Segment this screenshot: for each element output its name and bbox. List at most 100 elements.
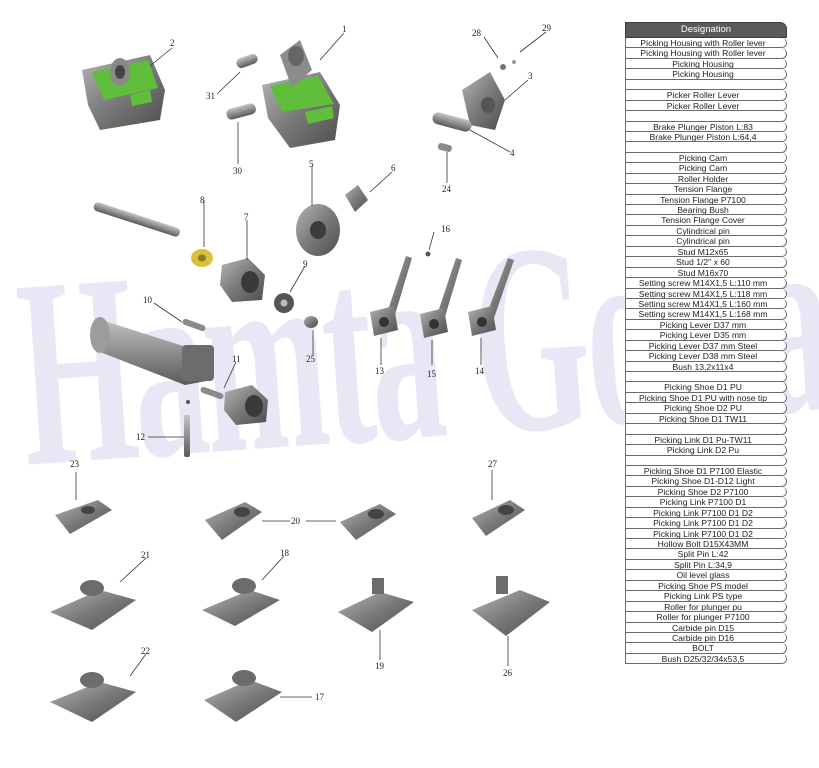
table-row: Tension Flange xyxy=(625,184,787,195)
part-washer-9 xyxy=(274,293,294,313)
part-picking-housing-1 xyxy=(262,40,340,148)
part-shaft xyxy=(93,202,180,237)
table-row: Setting screw M14X1,5 L:168 mm xyxy=(625,309,787,320)
table-row: Picking Cam xyxy=(625,152,787,164)
callout-27: 27 xyxy=(488,459,498,469)
part-stud-12 xyxy=(184,400,190,457)
table-row: Setting screw M14X1,5 L:110 mm xyxy=(625,278,787,289)
callout-16: 16 xyxy=(441,224,451,234)
table-row: Picking Cam xyxy=(625,163,787,174)
callout-9: 9 xyxy=(303,259,308,269)
part-shoe-21 xyxy=(50,580,136,630)
part-cam-5 xyxy=(296,204,340,256)
part-pin-10 xyxy=(182,318,206,332)
table-row: Setting screw M14X1,5 L:160 mm xyxy=(625,298,787,310)
table-row: Picking Lever D38 mm Steel xyxy=(625,351,787,362)
table-row: Picking Housing with Roller lever xyxy=(625,38,787,49)
part-picking-lever-14 xyxy=(468,258,514,336)
part-shoe-17 xyxy=(204,670,282,722)
part-link-20b xyxy=(340,504,396,540)
callout-24: 24 xyxy=(442,184,452,194)
callout-30: 30 xyxy=(233,166,243,176)
part-roller-lever-3 xyxy=(462,60,516,130)
callout-17: 17 xyxy=(315,692,325,702)
part-pin-31 xyxy=(236,53,258,69)
callout-22: 22 xyxy=(141,646,150,656)
callout-14: 14 xyxy=(475,366,485,376)
table-row: Picking Lever D37 mm xyxy=(625,319,787,331)
table-row: Split Pin L:42 xyxy=(625,549,787,560)
callout-31: 31 xyxy=(206,91,215,101)
callout-4: 4 xyxy=(510,148,515,158)
part-link-20a xyxy=(205,502,262,540)
table-row: Split Pin L:34,9 xyxy=(625,559,787,571)
callout-29: 29 xyxy=(542,23,552,33)
table-row: Bush 13,2x11x4 xyxy=(625,361,787,372)
table-row: Picker Roller Lever xyxy=(625,100,787,112)
part-pin-24 xyxy=(437,142,452,153)
table-row: Picking Housing xyxy=(625,58,787,70)
table-row: Brake Plunger Piston L:64,4 xyxy=(625,131,787,143)
table-row: Picking Link P7100 D1 D2 xyxy=(625,528,787,539)
table-row: Stud M12x65 xyxy=(625,246,787,258)
part-shoe-22 xyxy=(50,672,136,722)
table-row: Picking Shoe D1 P7100 Elastic xyxy=(625,465,787,477)
part-picking-lever-13 xyxy=(370,256,412,336)
table-row: Stud M16x70 xyxy=(625,267,787,279)
table-row: Cylindrical pin xyxy=(625,225,787,237)
table-row xyxy=(625,79,787,91)
part-link-27 xyxy=(472,500,525,536)
table-row: BOLT xyxy=(625,643,787,654)
callout-11: 11 xyxy=(232,354,241,364)
table-header: Designation xyxy=(625,22,787,38)
callout-20: 20 xyxy=(291,516,301,526)
table-row: Brake Plunger Piston L:83 xyxy=(625,121,787,132)
table-row: Picking Link D2 Pu xyxy=(625,445,787,456)
table-row: Setting screw M14X1,5 L:118 mm xyxy=(625,288,787,299)
callout-10: 10 xyxy=(143,295,153,305)
table-row: Picking Shoe PS model xyxy=(625,580,787,592)
table-row: Picking Lever D35 mm xyxy=(625,330,787,341)
table-row: Picking Housing with Roller lever xyxy=(625,48,787,59)
part-bush-25 xyxy=(304,316,318,328)
part-cylinder-housing xyxy=(90,317,214,385)
table-row xyxy=(625,455,787,466)
callout-5: 5 xyxy=(309,159,314,169)
table-row: Tension Flange P7100 xyxy=(625,194,787,205)
table-row: Picking Shoe D1-D12 Light xyxy=(625,476,787,487)
designation-table: Designation Picking Housing with Roller … xyxy=(625,22,787,665)
part-roller-holder-6 xyxy=(345,185,368,212)
leader-lines xyxy=(75,31,547,698)
part-shoe-18 xyxy=(202,578,280,626)
part-piston-4 xyxy=(432,112,472,132)
callout-25: 25 xyxy=(306,354,316,364)
part-tension-flange-7 xyxy=(220,258,265,302)
table-row: Picking Link P7100 D1 D2 xyxy=(625,507,787,519)
table-row: Picking Shoe D1 PU with nose tip xyxy=(625,392,787,404)
table-row: Tension Flange Cover xyxy=(625,215,787,226)
table-row: Picking Link PS type xyxy=(625,591,787,602)
table-row xyxy=(625,424,787,435)
part-shoe-26 xyxy=(472,576,550,636)
table-row: Carbide pin D16 xyxy=(625,632,787,644)
table-row: Picking Lever D37 mm Steel xyxy=(625,340,787,352)
callout-18: 18 xyxy=(280,548,290,558)
callout-28: 28 xyxy=(472,28,482,38)
callout-7: 7 xyxy=(244,212,249,222)
part-bush-16 xyxy=(425,251,431,257)
callout-21: 21 xyxy=(141,550,150,560)
table-row: Roller Holder xyxy=(625,173,787,185)
table-row: Carbide pin D15 xyxy=(625,622,787,633)
table-row: Picking Shoe D2 P7100 xyxy=(625,486,787,498)
table-row: Bush D25/32/34x53,5 xyxy=(625,653,787,665)
table-row xyxy=(625,142,787,153)
callout-23: 23 xyxy=(70,459,80,469)
table-row: Picker Roller Lever xyxy=(625,90,787,101)
table-row: Roller for plunger pu xyxy=(625,601,787,613)
table-row: Roller for plunger P7100 xyxy=(625,612,787,623)
callout-6: 6 xyxy=(391,163,396,173)
table-row: Picking Shoe D1 TW11 xyxy=(625,413,787,425)
table-row: Picking Link D1 Pu-TW11 xyxy=(625,434,787,446)
table-row: Hollow Bolt D15X43MM xyxy=(625,539,787,550)
part-pin-11 xyxy=(200,386,224,400)
